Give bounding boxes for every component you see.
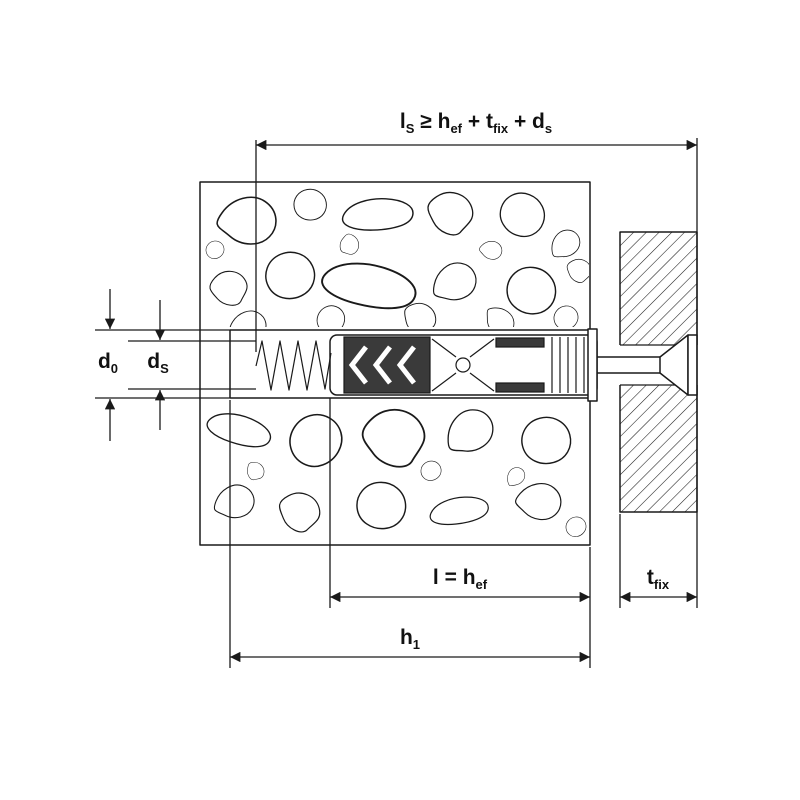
- dim-label-ds: dS: [147, 350, 169, 377]
- dim-label-tfix: tfix: [646, 566, 670, 593]
- wall-anchor: [255, 328, 698, 402]
- anchor-strip-bottom: [495, 382, 545, 393]
- anchor-dark-section: [343, 336, 431, 394]
- anchor-fins: [551, 337, 585, 393]
- anchor-strip-top: [495, 337, 545, 348]
- dim-label-d0: d0: [97, 350, 119, 377]
- dimensions: [95, 138, 698, 668]
- screw-shank: [597, 356, 660, 374]
- dim-label-l-hef: l = hef: [432, 566, 488, 593]
- dim-label-h1: h1: [399, 626, 421, 653]
- wall-outline: [199, 181, 591, 546]
- screw-thread: [255, 340, 332, 391]
- screw-head-face: [687, 334, 698, 396]
- dim-label-ls-formula: lS ≥ hef + tfix + ds: [399, 110, 553, 137]
- anchor-rim: [587, 328, 598, 402]
- extension-lines: [229, 138, 698, 668]
- anchor-chevrons: [348, 345, 416, 385]
- anchor-waist: [431, 338, 495, 392]
- anchor-joint: [455, 357, 471, 373]
